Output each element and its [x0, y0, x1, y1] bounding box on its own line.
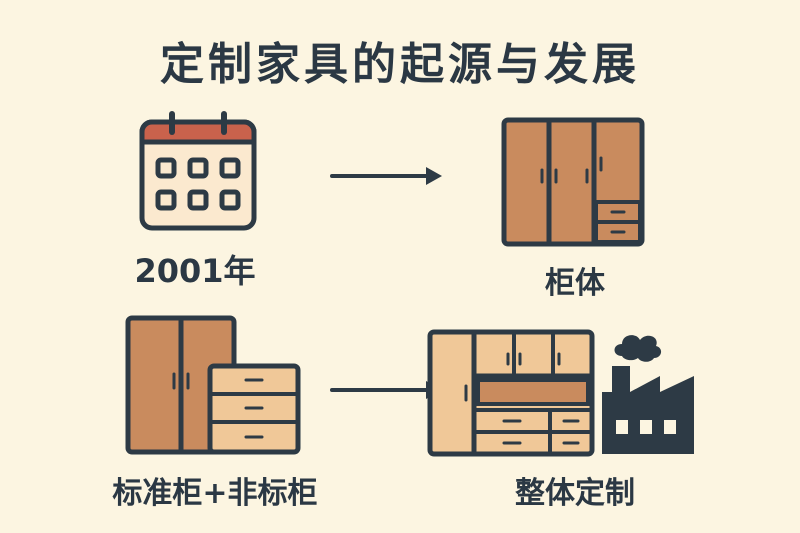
step-label-whole-house-custom: 整体定制 [515, 476, 635, 511]
page-title: 定制家具的起源与发展 [160, 39, 640, 90]
integrated-cabinet-icon [427, 329, 595, 457]
wardrobe-icon [501, 117, 645, 247]
arrow-right-icon [330, 167, 442, 185]
step-label-cabinet: 柜体 [545, 266, 605, 301]
step-label-2001: 2001年 [134, 252, 256, 290]
wardrobe-and-dresser-icon [125, 315, 301, 455]
step-label-standard-nonstandard: 标准柜+非标柜 [112, 476, 318, 511]
calendar-icon [139, 111, 257, 231]
factory-icon [602, 335, 694, 454]
